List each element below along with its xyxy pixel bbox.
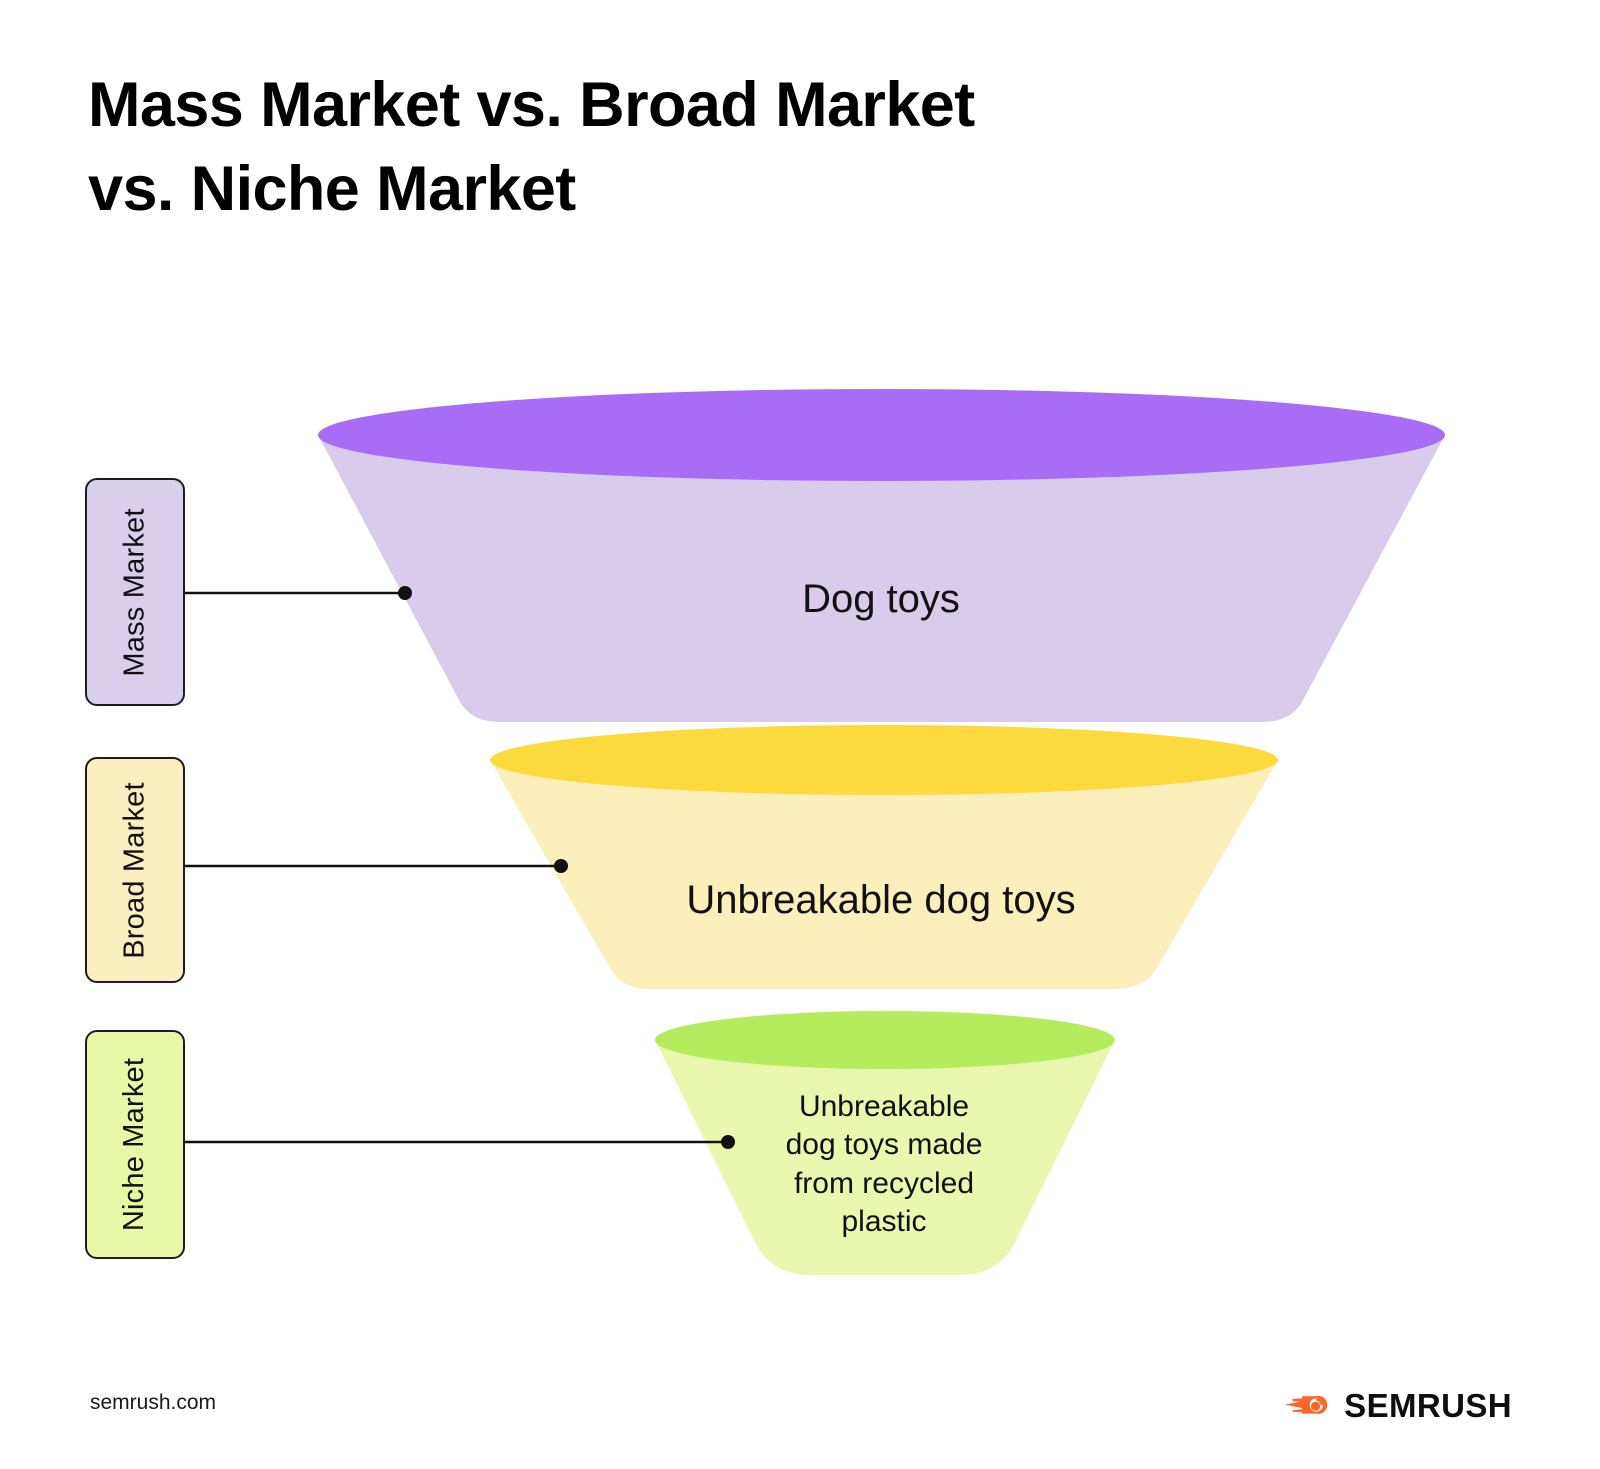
category-box-broad-market: Broad Market — [85, 757, 185, 983]
semrush-wordmark: SEMRUSH — [1344, 1386, 1512, 1424]
semrush-logo: SEMRUSH — [1283, 1384, 1512, 1426]
connector-dot-mass-market — [398, 586, 412, 600]
category-box-mass-market: Mass Market — [85, 478, 185, 706]
category-label-broad-market: Broad Market — [118, 781, 151, 959]
page-title: Mass Market vs. Broad Market vs. Niche M… — [88, 70, 975, 224]
funnel-stage-label-broad-market: Unbreakable dog toys — [686, 878, 1076, 922]
funnel-rim-niche-market — [655, 1011, 1115, 1069]
footer-url: semrush.com — [90, 1391, 217, 1414]
funnel-body-mass-market — [318, 435, 1445, 722]
connector-dot-broad-market — [554, 859, 568, 873]
funnel-stage-label-mass-market: Dog toys — [802, 577, 960, 621]
funnel-rim-mass-market — [318, 389, 1445, 481]
funnel-stage-label-niche-market: Unbreakable dog toys made from recycled … — [785, 1090, 983, 1239]
funnel-body-niche-market — [655, 1040, 1115, 1275]
funnel-body-broad-market — [490, 760, 1278, 989]
category-box-niche-market: Niche Market — [85, 1030, 185, 1259]
connector-dot-niche-market — [721, 1135, 735, 1149]
funnel-rim-broad-market — [490, 725, 1278, 795]
semrush-comet-icon — [1285, 1395, 1328, 1414]
category-label-niche-market: Niche Market — [118, 1057, 151, 1232]
category-label-mass-market: Mass Market — [118, 507, 151, 677]
